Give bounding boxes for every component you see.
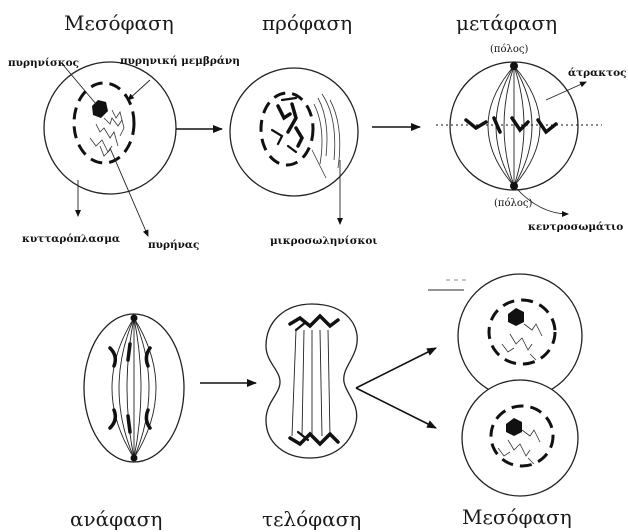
- prophase-title: πρόφαση: [262, 11, 352, 35]
- daughter-cell-bottom: [462, 380, 578, 496]
- label-nucleus: πυρήνας: [148, 238, 199, 251]
- anaphase-title: ανάφαση: [70, 507, 162, 531]
- cell-membrane: [462, 380, 578, 496]
- telophase-cell: [266, 304, 357, 458]
- label-nucleolus: πυρηνίσκος: [8, 56, 79, 69]
- metaphase-title: μετάφαση: [456, 11, 557, 35]
- arrow-telophase-to-daughter-top: [356, 348, 436, 388]
- cell-membrane: [44, 62, 176, 194]
- cell-membrane: [230, 68, 358, 196]
- centrosome-top: [131, 315, 138, 322]
- interphase-title-top: Μεσόφαση: [64, 11, 174, 35]
- prophase-cell: [230, 68, 358, 224]
- label-cytoplasm: κυτταρόπλασμα: [22, 233, 120, 245]
- interphase-cell: [44, 62, 176, 236]
- label-centrosome: κεντροσωμάτιο: [528, 221, 623, 233]
- telophase-title: τελόφαση: [262, 507, 361, 531]
- anaphase-cell: [84, 314, 184, 462]
- metaphase-cell: [436, 62, 602, 214]
- label-microtubules: μικροσωληνίσκοι: [270, 234, 377, 247]
- label-pole-bottom: (πόλος): [494, 198, 532, 209]
- interphase-title-bottom: Μεσόφαση: [462, 505, 572, 529]
- arrow-telophase-to-daughter-bottom: [356, 388, 436, 428]
- label-spindle: άτρακτος: [568, 67, 627, 79]
- label-nuclear-membrane: πυρηνική μεμβράνη: [120, 54, 240, 67]
- centrosome-bottom: [131, 455, 138, 462]
- centrosome-top: [510, 62, 518, 70]
- label-pole-top: (πόλος): [490, 44, 528, 55]
